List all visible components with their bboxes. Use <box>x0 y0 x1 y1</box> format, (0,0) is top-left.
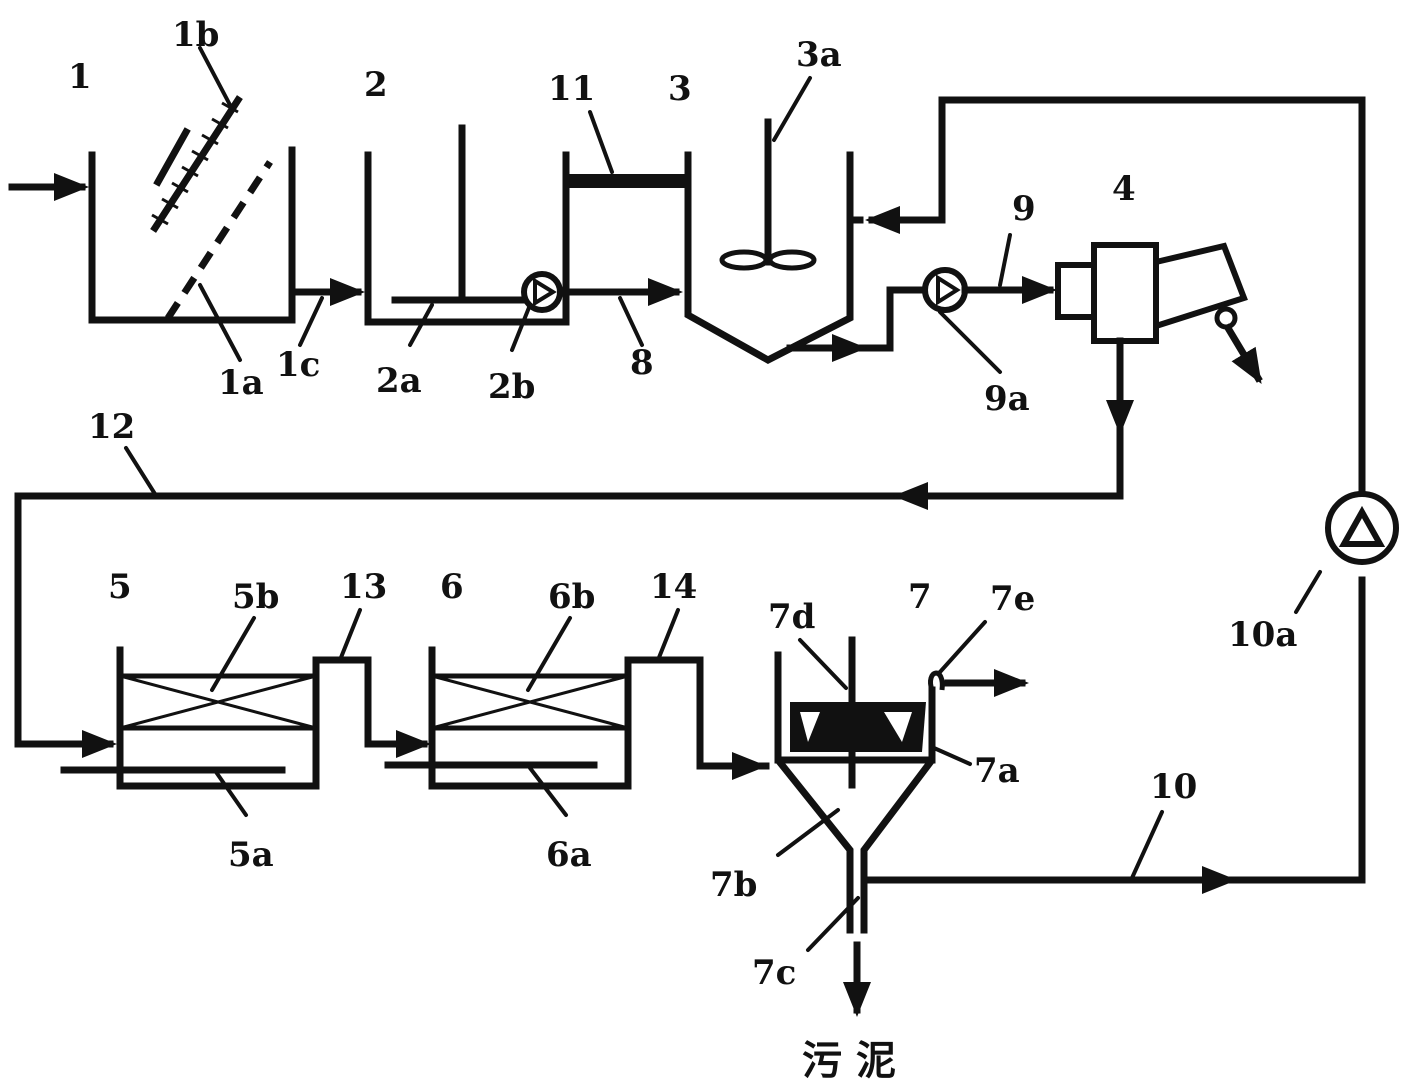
label-7d: 7d <box>768 597 815 637</box>
weir-7e <box>928 670 945 691</box>
leader-2a <box>408 303 434 347</box>
tank-1-screen <box>8 95 296 324</box>
label-2: 2 <box>364 65 388 105</box>
leader-7c <box>806 896 860 952</box>
label-7: 7 <box>908 577 932 617</box>
label-3: 3 <box>668 69 692 109</box>
leader-7a <box>932 746 972 766</box>
media-6b <box>429 673 631 731</box>
leader-8 <box>618 296 644 347</box>
label-1b: 1b <box>172 15 219 55</box>
label-3a: 3a <box>796 35 842 75</box>
tank-11 <box>562 151 692 306</box>
label-9a: 9a <box>984 379 1030 419</box>
label-sludge: 污泥 <box>802 1038 910 1084</box>
tank-2-walls <box>364 151 570 326</box>
screw-conveyor-1b <box>150 95 243 233</box>
leader-5b <box>210 616 256 692</box>
dewatering-unit-4 <box>1055 242 1263 385</box>
tank-5 <box>60 646 320 790</box>
tank-3-mixer <box>684 118 854 364</box>
label-10a: 10a <box>1228 615 1297 655</box>
leader-1c <box>298 296 324 347</box>
leader-10 <box>1130 810 1164 880</box>
label-2a: 2a <box>376 361 422 401</box>
label-6: 6 <box>440 567 464 607</box>
label-1a: 1a <box>218 363 264 403</box>
label-6b: 6b <box>548 577 595 617</box>
leader-10a <box>1294 570 1322 614</box>
cover-11 <box>566 174 688 188</box>
label-12: 12 <box>88 407 135 447</box>
tank-5-walls <box>116 646 320 790</box>
label-7a: 7a <box>974 751 1020 791</box>
label-2b: 2b <box>488 367 535 407</box>
settler-7 <box>774 636 1029 1017</box>
label-14: 14 <box>650 567 697 607</box>
leader-6a <box>528 766 568 817</box>
label-7c: 7c <box>752 953 796 993</box>
tank-1-walls <box>88 146 296 324</box>
leader-3a <box>772 76 812 142</box>
pump-10a-icon <box>1325 491 1399 565</box>
label-10: 10 <box>1150 767 1197 807</box>
label-7e: 7e <box>990 579 1035 619</box>
leader-14 <box>656 608 680 662</box>
label-4: 4 <box>1112 169 1136 209</box>
pipe-12 <box>14 337 1124 748</box>
label-13: 13 <box>340 567 387 607</box>
tank-6 <box>384 646 632 790</box>
label-8: 8 <box>630 343 654 383</box>
screen-1a <box>165 160 273 320</box>
label-9: 9 <box>1012 189 1036 229</box>
leader-9a <box>938 310 1002 374</box>
settler-left-wall <box>774 651 854 934</box>
leader-12 <box>124 446 157 496</box>
leader-5a <box>214 770 248 817</box>
label-6a: 6a <box>546 835 592 875</box>
pipe-14 <box>624 656 770 770</box>
leader-13 <box>338 608 362 662</box>
leader-9 <box>998 233 1012 287</box>
label-5: 5 <box>108 567 132 607</box>
leader-7e <box>938 620 987 674</box>
leader-1a <box>198 283 242 362</box>
label-1c: 1c <box>276 345 320 385</box>
settler-right-wall <box>860 686 936 934</box>
label-11: 11 <box>548 69 595 109</box>
leader-1b <box>198 46 232 107</box>
tank-2 <box>364 124 570 326</box>
leader-2b <box>510 303 532 352</box>
solids-outlet-arrow <box>1223 323 1263 385</box>
leader-7b <box>776 808 840 857</box>
leader-6b <box>526 616 572 692</box>
mixer-blade-right <box>767 249 817 271</box>
label-5b: 5b <box>232 577 279 617</box>
leader-11 <box>588 110 614 174</box>
label-5a: 5a <box>228 835 274 875</box>
pipe-10 <box>860 576 1366 884</box>
return-pipe-into-tank-3 <box>865 96 1366 544</box>
leader-7d <box>798 638 848 690</box>
tank-3-walls <box>684 151 854 364</box>
label-1: 1 <box>68 57 92 97</box>
mixer-blade-left <box>719 249 769 271</box>
pipe-13 <box>312 656 422 748</box>
label-7b: 7b <box>710 865 757 905</box>
